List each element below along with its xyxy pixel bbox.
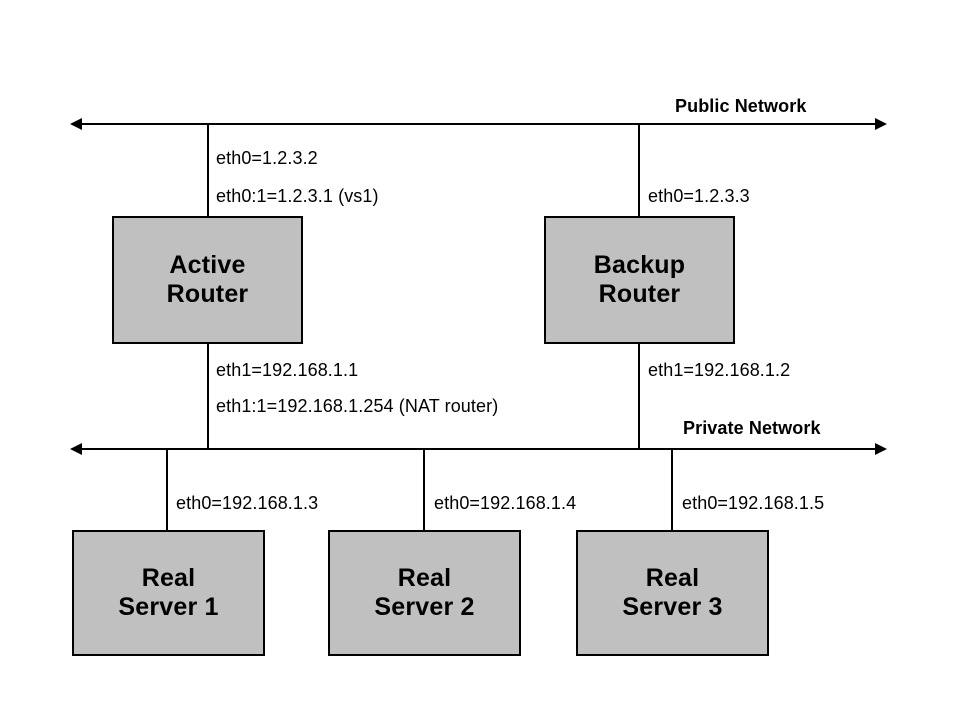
if-label-active-public-primary: eth0=1.2.3.2 (216, 148, 318, 168)
node-real-server-2[interactable]: Real Server 2 (328, 530, 521, 656)
if-label-backup-private-primary: eth1=192.168.1.2 (648, 360, 791, 380)
node-real-server-3[interactable]: Real Server 3 (576, 530, 769, 656)
node-real-server-3-line1: Real (645, 564, 700, 592)
if-label-backup-public-primary: eth0=1.2.3.3 (648, 186, 750, 206)
node-real-server-3-line2: Server 3 (622, 593, 723, 621)
private-network-label: Private Network (683, 418, 821, 438)
node-active-router-line1: Active (169, 251, 246, 279)
public-network-label: Public Network (675, 96, 807, 116)
if-label-active-public-alias: eth0:1=1.2.3.1 (vs1) (216, 186, 379, 206)
node-backup-router-line1: Backup (593, 251, 686, 279)
if-label-real-server-1: eth0=192.168.1.3 (176, 493, 319, 513)
node-real-server-2-line2: Server 2 (374, 593, 475, 621)
node-real-server-1-line2: Server 1 (118, 593, 219, 621)
node-backup-router[interactable]: Backup Router (544, 216, 735, 344)
node-real-server-2-line1: Real (397, 564, 452, 592)
if-label-active-private-alias: eth1:1=192.168.1.254 (NAT router) (216, 396, 499, 416)
node-real-server-1[interactable]: Real Server 1 (72, 530, 265, 656)
node-active-router-line2: Router (166, 280, 249, 308)
node-backup-router-line2: Router (598, 280, 681, 308)
if-label-active-private-primary: eth1=192.168.1.1 (216, 360, 359, 380)
if-label-real-server-2: eth0=192.168.1.4 (434, 493, 577, 513)
node-active-router[interactable]: Active Router (112, 216, 303, 344)
node-real-server-1-line1: Real (141, 564, 196, 592)
if-label-real-server-3: eth0=192.168.1.5 (682, 493, 825, 513)
